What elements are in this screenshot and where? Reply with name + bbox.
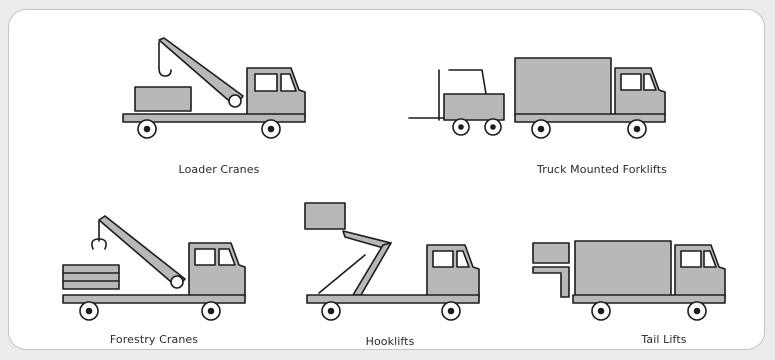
caption-forestry-cranes: Forestry Cranes xyxy=(110,333,198,346)
products-panel: Loader Cranes xyxy=(8,9,765,350)
loader-crane-truck-icon xyxy=(9,10,339,185)
product-tile-hooklifts[interactable]: Hooklifts xyxy=(259,185,519,350)
product-tile-truck-mounted-forklifts[interactable]: Truck Mounted Forklifts xyxy=(389,10,765,185)
product-tile-loader-cranes[interactable]: Loader Cranes xyxy=(9,10,339,185)
product-tile-forestry-cranes[interactable]: Forestry Cranes xyxy=(9,185,259,350)
caption-tail-lifts: Tail Lifts xyxy=(641,333,686,346)
caption-truck-mounted-forklifts: Truck Mounted Forklifts xyxy=(537,163,667,176)
truck-mounted-forklift-icon xyxy=(389,10,765,185)
caption-loader-cranes: Loader Cranes xyxy=(179,163,260,176)
tail-lift-truck-icon xyxy=(519,185,765,350)
forestry-crane-truck-icon xyxy=(9,185,259,350)
caption-hooklifts: Hooklifts xyxy=(366,335,415,348)
hooklift-truck-icon xyxy=(259,185,519,350)
product-tile-tail-lifts[interactable]: Tail Lifts xyxy=(519,185,765,350)
